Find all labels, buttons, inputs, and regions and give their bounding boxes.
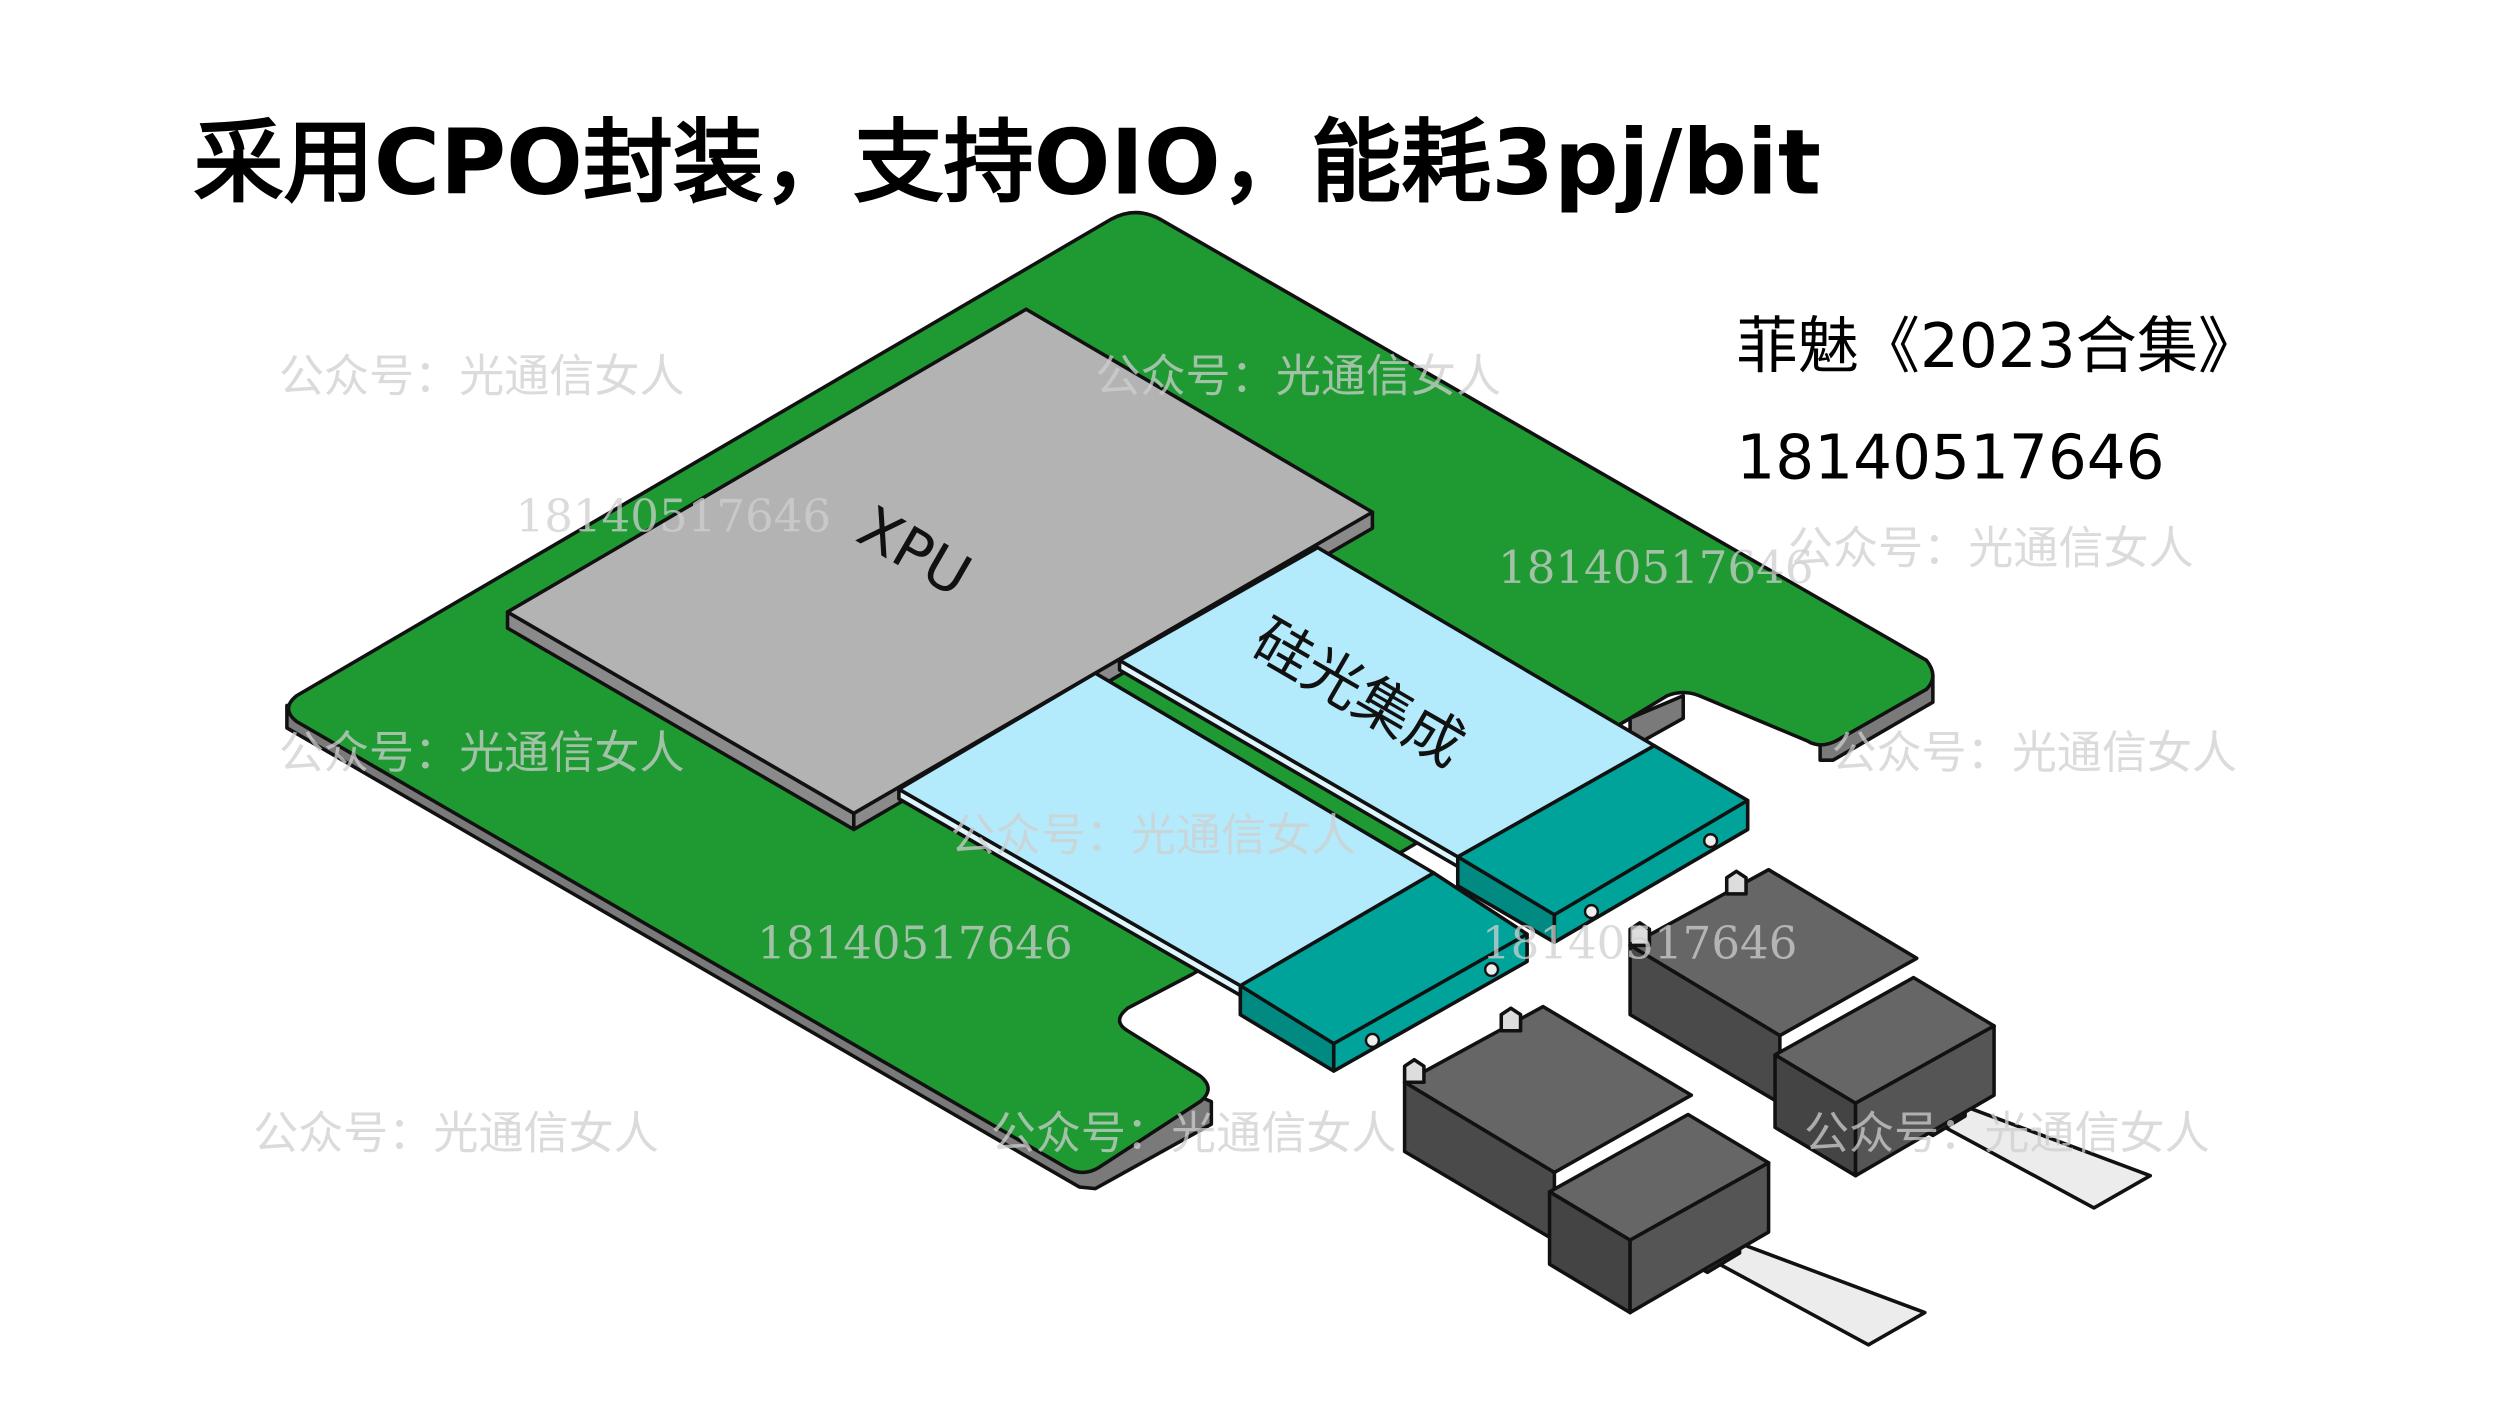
watermark-account: 公众号：光通信女人 xyxy=(253,1106,659,1159)
watermarks: 公众号：光通信女人 公众号：光通信女人 公众号：光通信女人 公众号：光通信女人 … xyxy=(253,349,2237,1159)
watermark-number: 18140517646 xyxy=(757,916,1072,969)
watermark-account: 公众号：光通信女人 xyxy=(1095,349,1501,402)
watermark-account: 公众号：光通信女人 xyxy=(991,1106,1397,1159)
watermark-account: 公众号：光通信女人 xyxy=(1831,726,2237,779)
silicon-photonics-module-2 xyxy=(897,671,1436,998)
fiber-connector-2 xyxy=(1402,1004,1927,1347)
watermark-account: 公众号：光通信女人 xyxy=(279,349,685,402)
watermark-account: 公众号：光通信女人 xyxy=(1804,1106,2210,1159)
watermark-number: 18140517646 xyxy=(1498,541,1813,594)
watermark-account: 公众号：光通信女人 xyxy=(279,726,685,779)
watermark-account: 公众号：光通信女人 xyxy=(950,808,1356,861)
page-title: 采用CPO封装，支持OIO，能耗3pj/bit xyxy=(193,110,1820,215)
collection-note: 菲魅《2023合集》 xyxy=(1736,311,2259,382)
watermark-account: 公众号：光通信女人 xyxy=(1788,522,2194,575)
watermark-number: 18140517646 xyxy=(1482,916,1797,969)
silicon-photonics-module-1: 硅光集成 xyxy=(1117,545,1657,869)
watermark-number: 18140517646 xyxy=(516,489,831,542)
phone-note: 18140517646 xyxy=(1736,422,2164,493)
fiber-connector-1 xyxy=(1628,867,2153,1210)
